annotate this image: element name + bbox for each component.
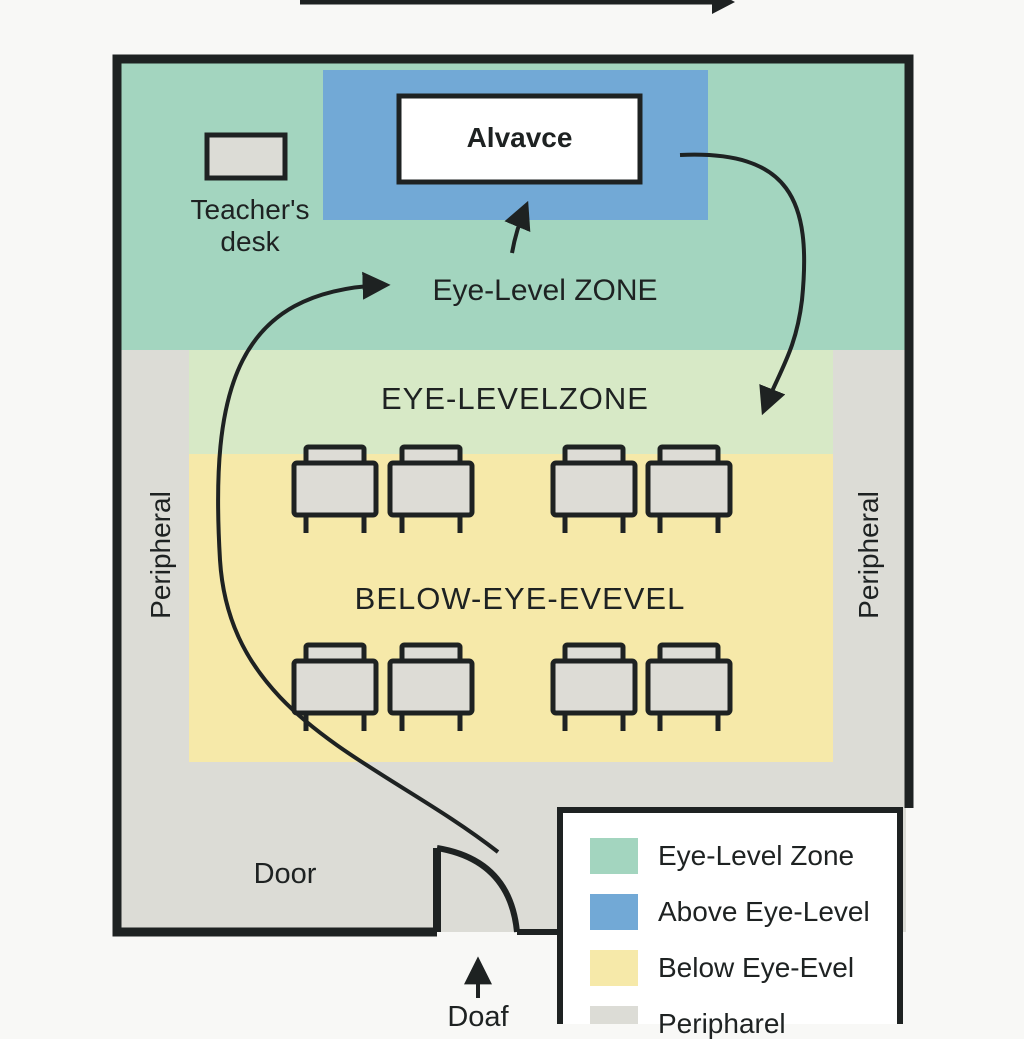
- desk-top: [291, 658, 379, 716]
- desk-top: [645, 658, 733, 716]
- peripheral-right-label: Peripheral: [853, 491, 884, 619]
- student-desk: [645, 444, 733, 533]
- path-arrow-door-to-eye-level: [216, 271, 500, 854]
- legend-label-peripheral: Peripharel: [658, 1008, 786, 1039]
- legend-label-above-eye-level: Above Eye-Level: [658, 896, 870, 927]
- board: [396, 93, 643, 185]
- peripheral-left-label: Peripheral: [145, 491, 176, 619]
- legend-swatch-peripheral: [590, 1006, 638, 1024]
- room-walls: [112, 54, 914, 937]
- board-label: Alvavce: [466, 122, 573, 153]
- desk-legs: [657, 713, 721, 731]
- eye-level-band: [189, 350, 833, 454]
- door-swing: [436, 845, 520, 933]
- legend-label-below-eye-level: Below Eye-Evel: [658, 952, 855, 983]
- desk-legs: [657, 515, 721, 533]
- desk-legs: [399, 515, 463, 533]
- teacher-desk-label: Teacher's desk: [190, 194, 310, 258]
- legend-label-eye-level: Eye-Level Zone: [658, 840, 855, 871]
- desk-legs: [399, 713, 463, 731]
- student-desk: [387, 642, 475, 731]
- desk-top: [387, 460, 475, 518]
- student-desk: [550, 642, 638, 731]
- path-arrow-board-to-seats: [679, 152, 807, 416]
- teacher-desk: [204, 132, 288, 181]
- desk-legs: [303, 515, 367, 533]
- desk-top: [387, 658, 475, 716]
- legend-swatch-above-eye-level: [590, 894, 638, 930]
- eye-level-zone-label: Eye-Level ZONE: [432, 274, 658, 307]
- legend-swatch-below-eye-level: [590, 950, 638, 986]
- desk-top: [645, 460, 733, 518]
- door-label: Door: [253, 858, 317, 890]
- eye-level-band-label: EYE-LEVELZONE: [381, 381, 649, 416]
- student-desk: [291, 642, 379, 731]
- student-desk: [387, 444, 475, 533]
- student-desk: [645, 642, 733, 731]
- student-desk: [550, 444, 638, 533]
- student-desks: [291, 444, 733, 731]
- legend-swatch-eye-level: [590, 838, 638, 874]
- desk-legs: [562, 713, 626, 731]
- desk-top: [550, 658, 638, 716]
- path-arrow-to-board: [504, 200, 531, 254]
- desk-top: [550, 460, 638, 518]
- door-outside-label: Doaf: [447, 1001, 509, 1033]
- top-arrow: [300, 0, 735, 14]
- desk-legs: [562, 515, 626, 533]
- student-desk: [291, 444, 379, 533]
- desk-top: [291, 460, 379, 518]
- below-eye-level-label: BELOW-EYE-EVEVEL: [354, 581, 686, 616]
